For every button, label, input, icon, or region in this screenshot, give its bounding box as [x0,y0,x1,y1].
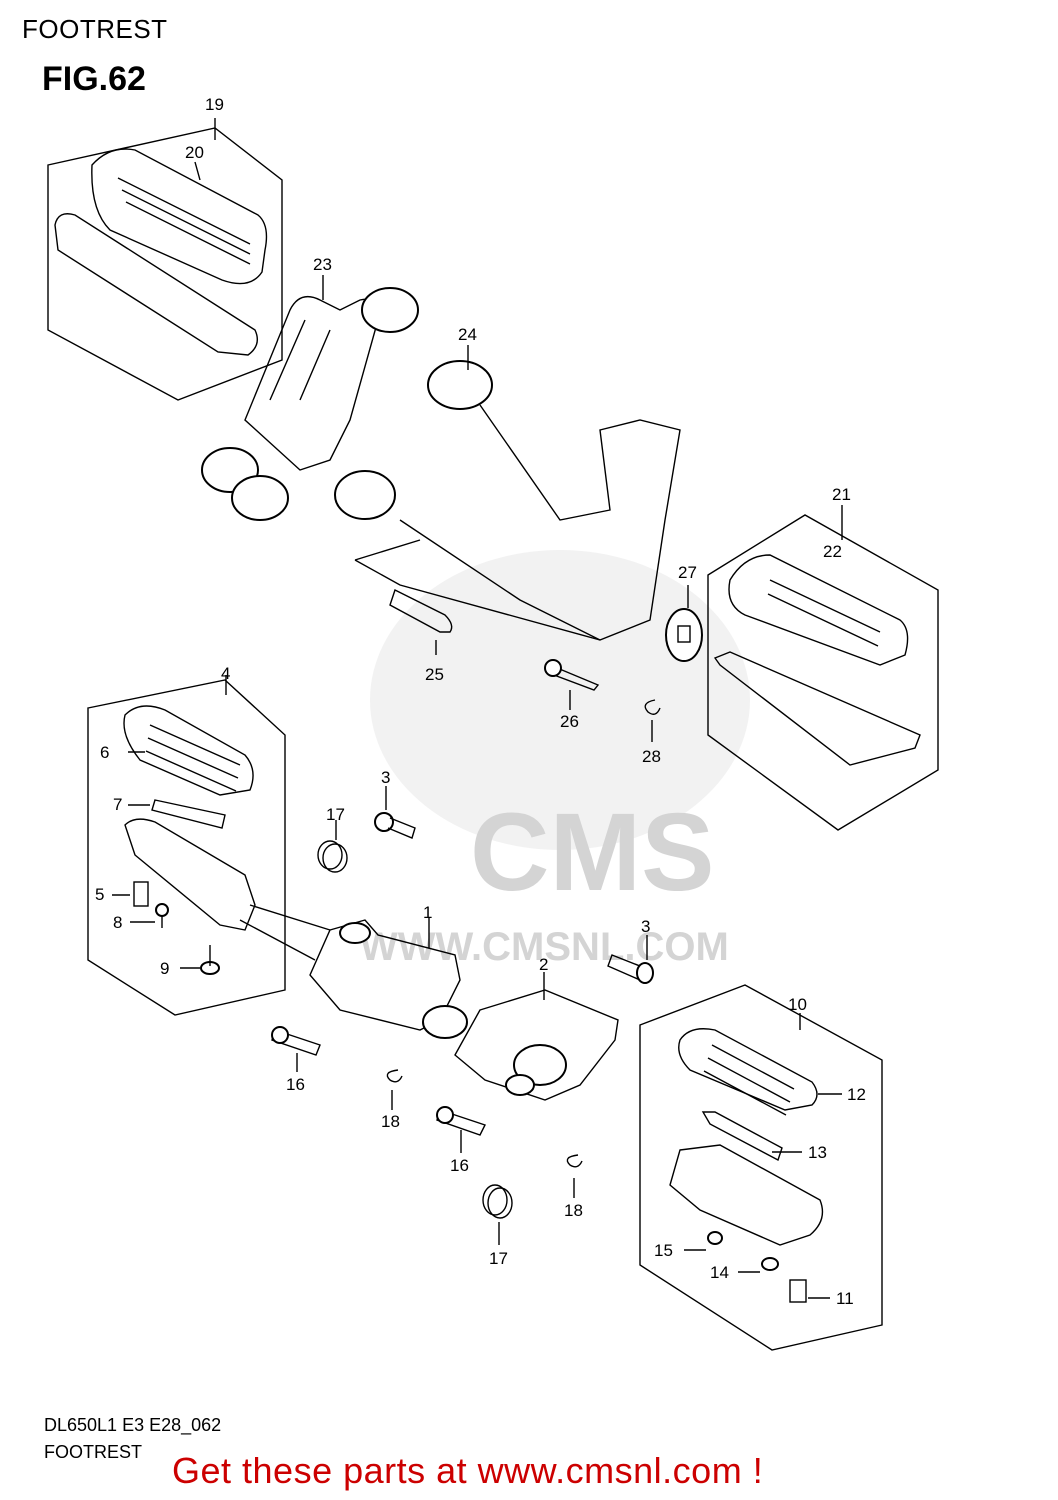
pin-16b [436,1106,486,1153]
footrest-assembly-19 [47,118,283,401]
pin-16a [271,1026,321,1072]
part-label-10: 10 [788,995,807,1014]
part-label-9: 9 [160,959,169,978]
footrest-bracket-1 [239,904,468,1039]
part-label-22: 22 [823,542,842,561]
part-labels: 1 2 3 3 4 5 6 7 8 9 10 11 12 13 14 15 16… [95,95,866,1308]
shop-link[interactable]: Get these parts at www.cmsnl.com ! [172,1450,764,1491]
footrest-bracket-2 [454,972,619,1101]
part-label-2: 2 [539,955,548,974]
part-label-21: 21 [832,485,851,504]
part-label-23: 23 [313,255,332,274]
part-label-13: 13 [808,1143,827,1162]
part-label-24: 24 [458,325,477,344]
part-label-6: 6 [100,743,109,762]
part-label-15: 15 [654,1241,673,1260]
figure-label: FIG.62 [42,60,146,98]
part-label-27: 27 [678,563,697,582]
washer-27 [665,585,703,662]
part-label-19: 19 [205,95,224,114]
part-label-17: 17 [489,1249,508,1268]
page-title: FOOTREST [22,14,168,44]
part-label-3: 3 [641,917,650,936]
spring-17b [482,1184,513,1245]
part-label-4: 4 [221,664,230,683]
clip-28 [644,699,661,742]
bolt-3b [607,935,654,984]
diagram-code: DL650L1 E3 E28_062 [44,1415,222,1435]
watermark-brand: CMS [470,791,714,914]
footrest-bracket-24 [334,345,681,641]
spring-17a [317,820,348,873]
part-label-12: 12 [847,1085,866,1104]
part-label-26: 26 [560,712,579,731]
bolt-25 [389,589,453,655]
part-label-11: 11 [836,1289,854,1308]
part-label-18: 18 [564,1201,583,1220]
part-label-14: 14 [710,1263,729,1282]
footrest-assembly-10 [639,984,883,1351]
part-label-28: 28 [642,747,661,766]
part-label-20: 20 [185,143,204,162]
part-label-8: 8 [113,913,122,932]
footer-title: FOOTREST [44,1442,142,1462]
part-label-5: 5 [95,885,104,904]
part-label-25: 25 [425,665,444,684]
pin-26 [544,659,600,710]
clip-18b [566,1154,583,1198]
part-label-3: 3 [381,768,390,787]
part-label-1: 1 [423,903,432,922]
footrest-assembly-21 [707,505,939,831]
part-label-16: 16 [450,1156,469,1175]
part-label-18: 18 [381,1112,400,1131]
part-label-7: 7 [113,795,122,814]
part-label-17: 17 [326,805,345,824]
part-label-16: 16 [286,1075,305,1094]
footrest-bracket-23 [201,275,419,521]
clip-18a [386,1069,403,1110]
bolt-3a [374,786,416,839]
footrest-assembly-4 [87,675,286,1016]
